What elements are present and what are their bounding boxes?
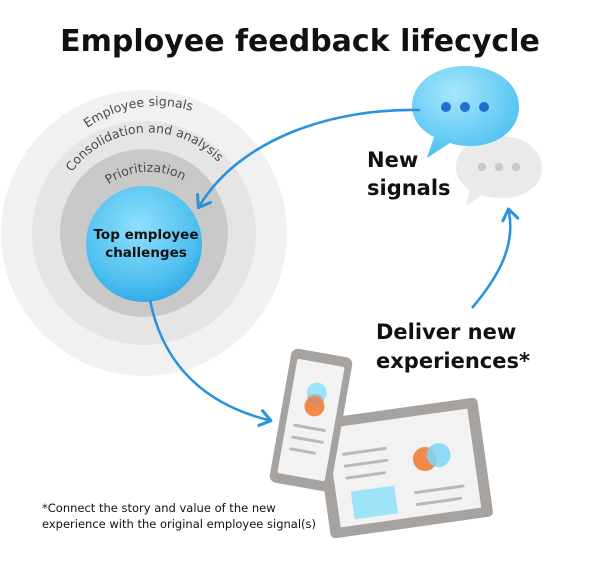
new-signals-label-line1: New — [367, 148, 418, 172]
speech-bubble-inactive-icon — [456, 136, 542, 206]
core-top-challenges — [86, 186, 202, 302]
deliver-label-line1: Deliver new — [376, 320, 516, 344]
signal-rings: Employee signals Consolidation and analy… — [1, 90, 287, 376]
core-label-line2: challenges — [105, 245, 187, 261]
speech-bubble-active-icon — [412, 66, 519, 158]
tablet-device-icon — [315, 397, 493, 539]
arrow-new-signals-to-rings — [196, 108, 421, 210]
phone-device-icon — [269, 348, 353, 492]
deliver-label-line2: experiences* — [376, 349, 530, 373]
core-label-line1: Top employee — [94, 227, 199, 243]
arrow-experiences-to-signals — [471, 207, 520, 309]
footnote-line1: *Connect the story and value of the new — [42, 501, 276, 515]
new-signals-label-line2: signals — [367, 176, 451, 200]
footnote-line2: experience with the original employee si… — [42, 517, 316, 531]
arrow-challenges-to-devices — [148, 299, 273, 427]
page-title: Employee feedback lifecycle — [60, 24, 540, 59]
